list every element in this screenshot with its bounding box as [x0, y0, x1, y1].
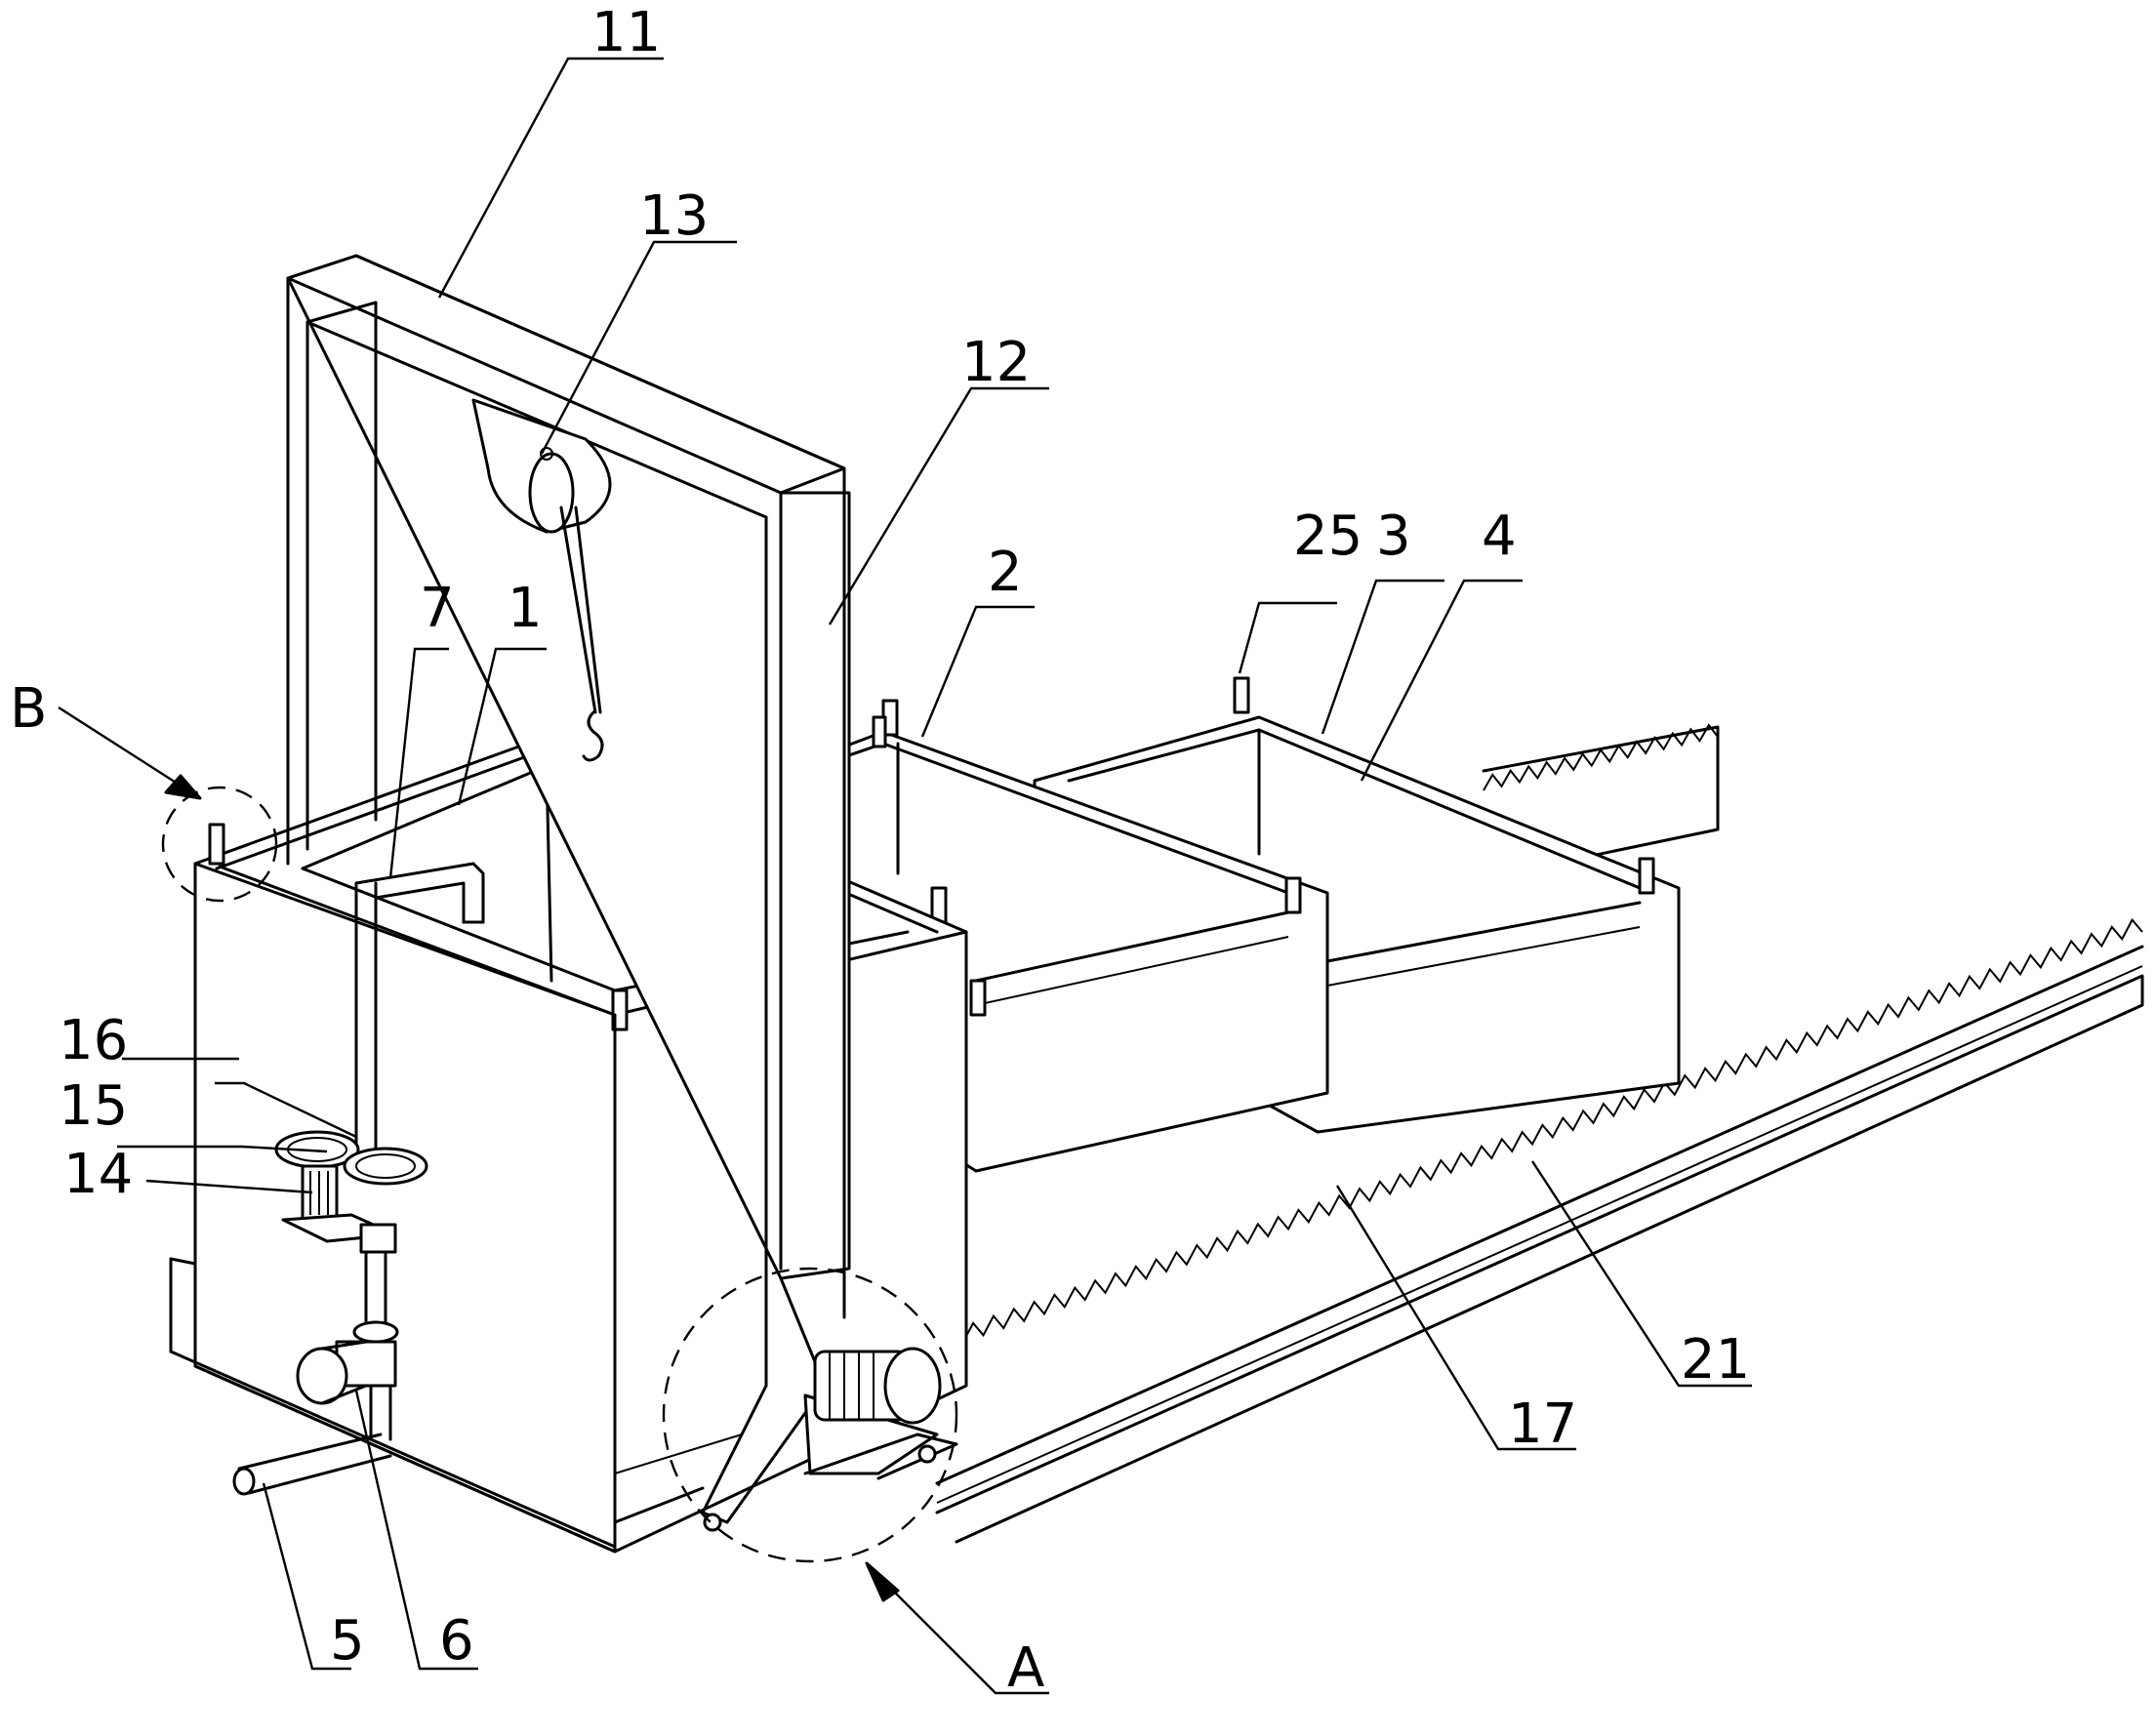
label-14: 14 [63, 1143, 133, 1206]
label-a: A [1007, 1636, 1044, 1700]
label-3: 3 [1376, 505, 1411, 568]
label-6: 6 [439, 1609, 474, 1673]
gear-assembly-16-15 [274, 1130, 428, 1186]
drive-motor [703, 1347, 958, 1532]
leader-lines [58, 57, 1752, 1695]
label-15: 15 [59, 1074, 128, 1138]
label-4: 4 [1482, 505, 1517, 568]
valve-6 [296, 1320, 399, 1441]
pipe-7 [354, 862, 485, 1173]
label-11: 11 [591, 1, 661, 64]
label-25: 25 [1293, 505, 1363, 568]
gantry-frame-11 [286, 254, 851, 1388]
label-5: 5 [330, 1609, 365, 1673]
label-b: B [10, 677, 47, 741]
drain-pipe-5 [232, 1433, 392, 1496]
arrow-a-head [865, 1561, 900, 1602]
label-21: 21 [1681, 1328, 1750, 1392]
label-12: 12 [961, 331, 1031, 394]
detail-circle-b [161, 786, 278, 903]
label-17: 17 [1508, 1393, 1577, 1456]
hoist-13 [471, 398, 612, 762]
arrow-b-head [164, 774, 202, 800]
label-16: 16 [59, 1009, 128, 1072]
label-7: 7 [420, 577, 455, 640]
label-2: 2 [988, 541, 1023, 604]
label-13: 13 [639, 184, 709, 248]
label-1: 1 [508, 577, 543, 640]
shaft-coupling [359, 1223, 397, 1324]
detail-circle-a [662, 1267, 958, 1563]
